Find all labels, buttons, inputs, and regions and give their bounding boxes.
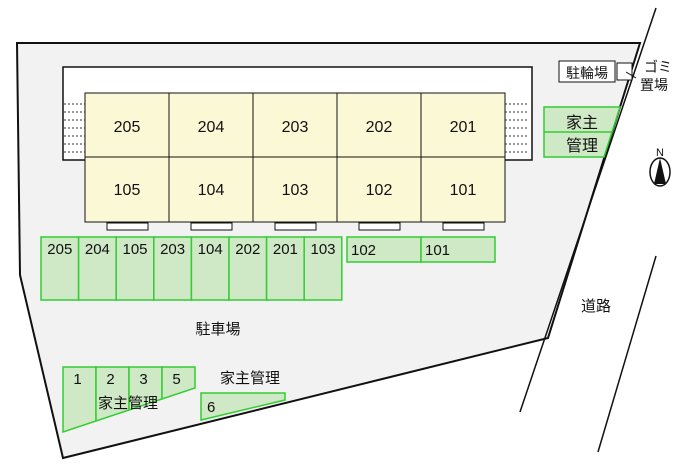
owner-managed-label-bottom: 家主管理 [98,394,158,412]
parking-space-label: 2 [106,371,114,388]
unit-label: 201 [450,119,477,136]
parking-space-label: 104 [198,241,223,258]
unit-label: 103 [282,182,309,199]
parking-space-204 [77,236,117,301]
unit-103 [252,156,338,223]
parking-space-label: 204 [85,241,110,258]
road-label: 道路 [581,297,611,315]
parking-space-label: 102 [351,242,376,259]
garbage-pointer [625,71,637,79]
parking-space-label: 5 [172,371,180,388]
units: 205 105 204 104 203 103 202 102 201 101 [84,92,506,231]
unit-104 [168,156,254,223]
parking-space-label: 103 [310,241,335,258]
parking-space-5 [161,366,196,401]
owner-label-2: 管理 [566,136,598,155]
bicycle-parking-label: 駐輪場 [566,65,608,82]
road-edge-right [597,255,657,453]
stairs-left [64,103,85,153]
balcony [442,222,485,231]
parking-space-label: 201 [273,241,298,258]
parking-space-205 [40,236,80,301]
north-label: N [656,147,664,159]
parking-space-label: 203 [160,241,185,258]
parking-space-202 [228,236,268,301]
owner-managed-right: 家主 管理 [543,106,622,158]
garbage-label-2: 置場 [640,78,668,94]
unit-label: 203 [282,119,309,136]
parking-space-102 [346,236,422,263]
parking-space-6 [200,392,286,421]
balcony [106,222,149,231]
north-compass-icon: N [649,147,671,187]
unit-label: 205 [114,119,141,136]
unit-label: 102 [366,182,393,199]
unit-202 [336,92,422,158]
road-edge-left [519,7,657,413]
unit-label: 202 [366,119,393,136]
parking-space-label: 202 [235,241,260,258]
balcony [190,222,233,231]
owner-managed-label-space6: 家主管理 [220,369,280,387]
parking-space-label: 205 [47,241,72,258]
unit-101 [420,156,506,223]
unit-105 [84,156,170,223]
parking-space-203 [153,236,193,301]
parking-space-103 [303,236,343,301]
unit-label: 104 [198,182,225,199]
parking-space-label: 105 [122,241,147,258]
parking-space-label: 1 [73,371,81,388]
bicycle-parking-box [558,60,616,83]
unit-203 [252,92,338,158]
parking-space-101 [420,236,496,263]
parking-lot-label: 駐車場 [195,320,240,338]
unit-102 [336,156,422,223]
parking-spaces: 205 204 105 203 104 202 201 103 102 101 [40,236,496,301]
balcony [358,222,401,231]
bottom-parking: 1 2 3 5 [62,366,196,434]
garbage-label-1: ゴミ [644,59,672,76]
unit-201 [420,92,506,158]
parking-space-6-label: 6 [207,399,215,416]
garbage-box [616,62,633,81]
unit-label: 204 [198,119,225,136]
parking-space-201 [265,236,305,301]
parking-space-label: 101 [425,242,450,259]
parking-space-label: 3 [139,371,147,388]
parking-space-104 [190,236,230,301]
unit-label: 101 [450,182,477,199]
balcony [274,222,317,231]
owner-label-1: 家主 [566,113,598,132]
unit-label: 105 [114,182,141,199]
